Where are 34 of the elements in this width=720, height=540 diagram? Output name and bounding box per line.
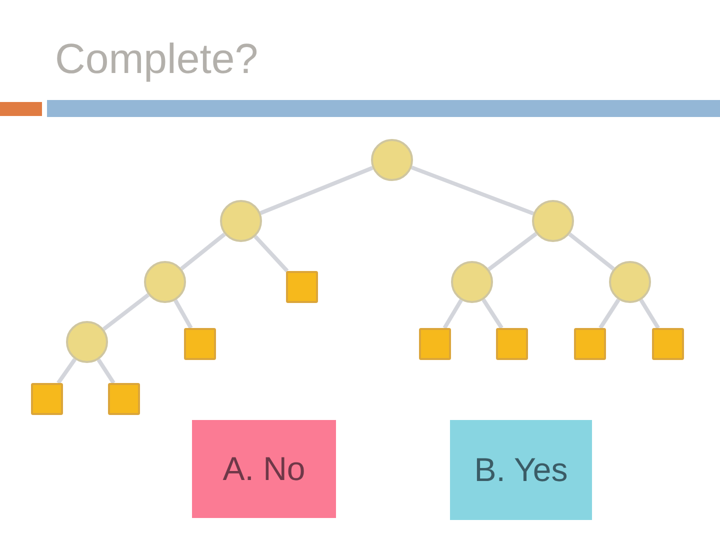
tree-edge: [96, 358, 116, 384]
tree-edge: [488, 232, 538, 271]
answer-option-card: [192, 420, 336, 518]
slide-title: Complete?: [55, 36, 258, 82]
tree-edge: [639, 298, 660, 330]
tree-edge: [254, 235, 289, 272]
answer-option-label: B. Yes: [474, 451, 568, 489]
tree-edge: [260, 166, 374, 215]
tree-node-circle: [144, 261, 186, 303]
tree-edge: [482, 298, 504, 330]
leaf-node-square: [31, 383, 63, 415]
leaf-node-square: [286, 271, 318, 303]
answer-option-label: A. No: [222, 450, 306, 488]
tree-node-circle: [609, 261, 651, 303]
leaf-node-square: [419, 328, 451, 360]
tree-edge: [568, 232, 615, 271]
tree-node-circle: [371, 139, 413, 181]
leaf-node-square: [652, 328, 684, 360]
leaf-node-square: [496, 328, 528, 360]
tree-edge: [56, 358, 77, 384]
tree-node-circle: [451, 261, 493, 303]
tree-edge: [180, 232, 226, 270]
leaf-node-square: [574, 328, 606, 360]
answer-option-card: [450, 420, 592, 520]
tree-edge: [598, 298, 620, 330]
tree-edge: [442, 299, 463, 330]
leaf-node-square: [108, 383, 140, 415]
tree-edge: [410, 166, 534, 216]
tree-node-circle: [220, 200, 262, 242]
leaf-node-square: [184, 328, 216, 360]
tree-edge: [174, 299, 193, 329]
tree-node-circle: [532, 200, 574, 242]
tree-edge: [102, 293, 150, 331]
tree-node-circle: [66, 321, 108, 363]
